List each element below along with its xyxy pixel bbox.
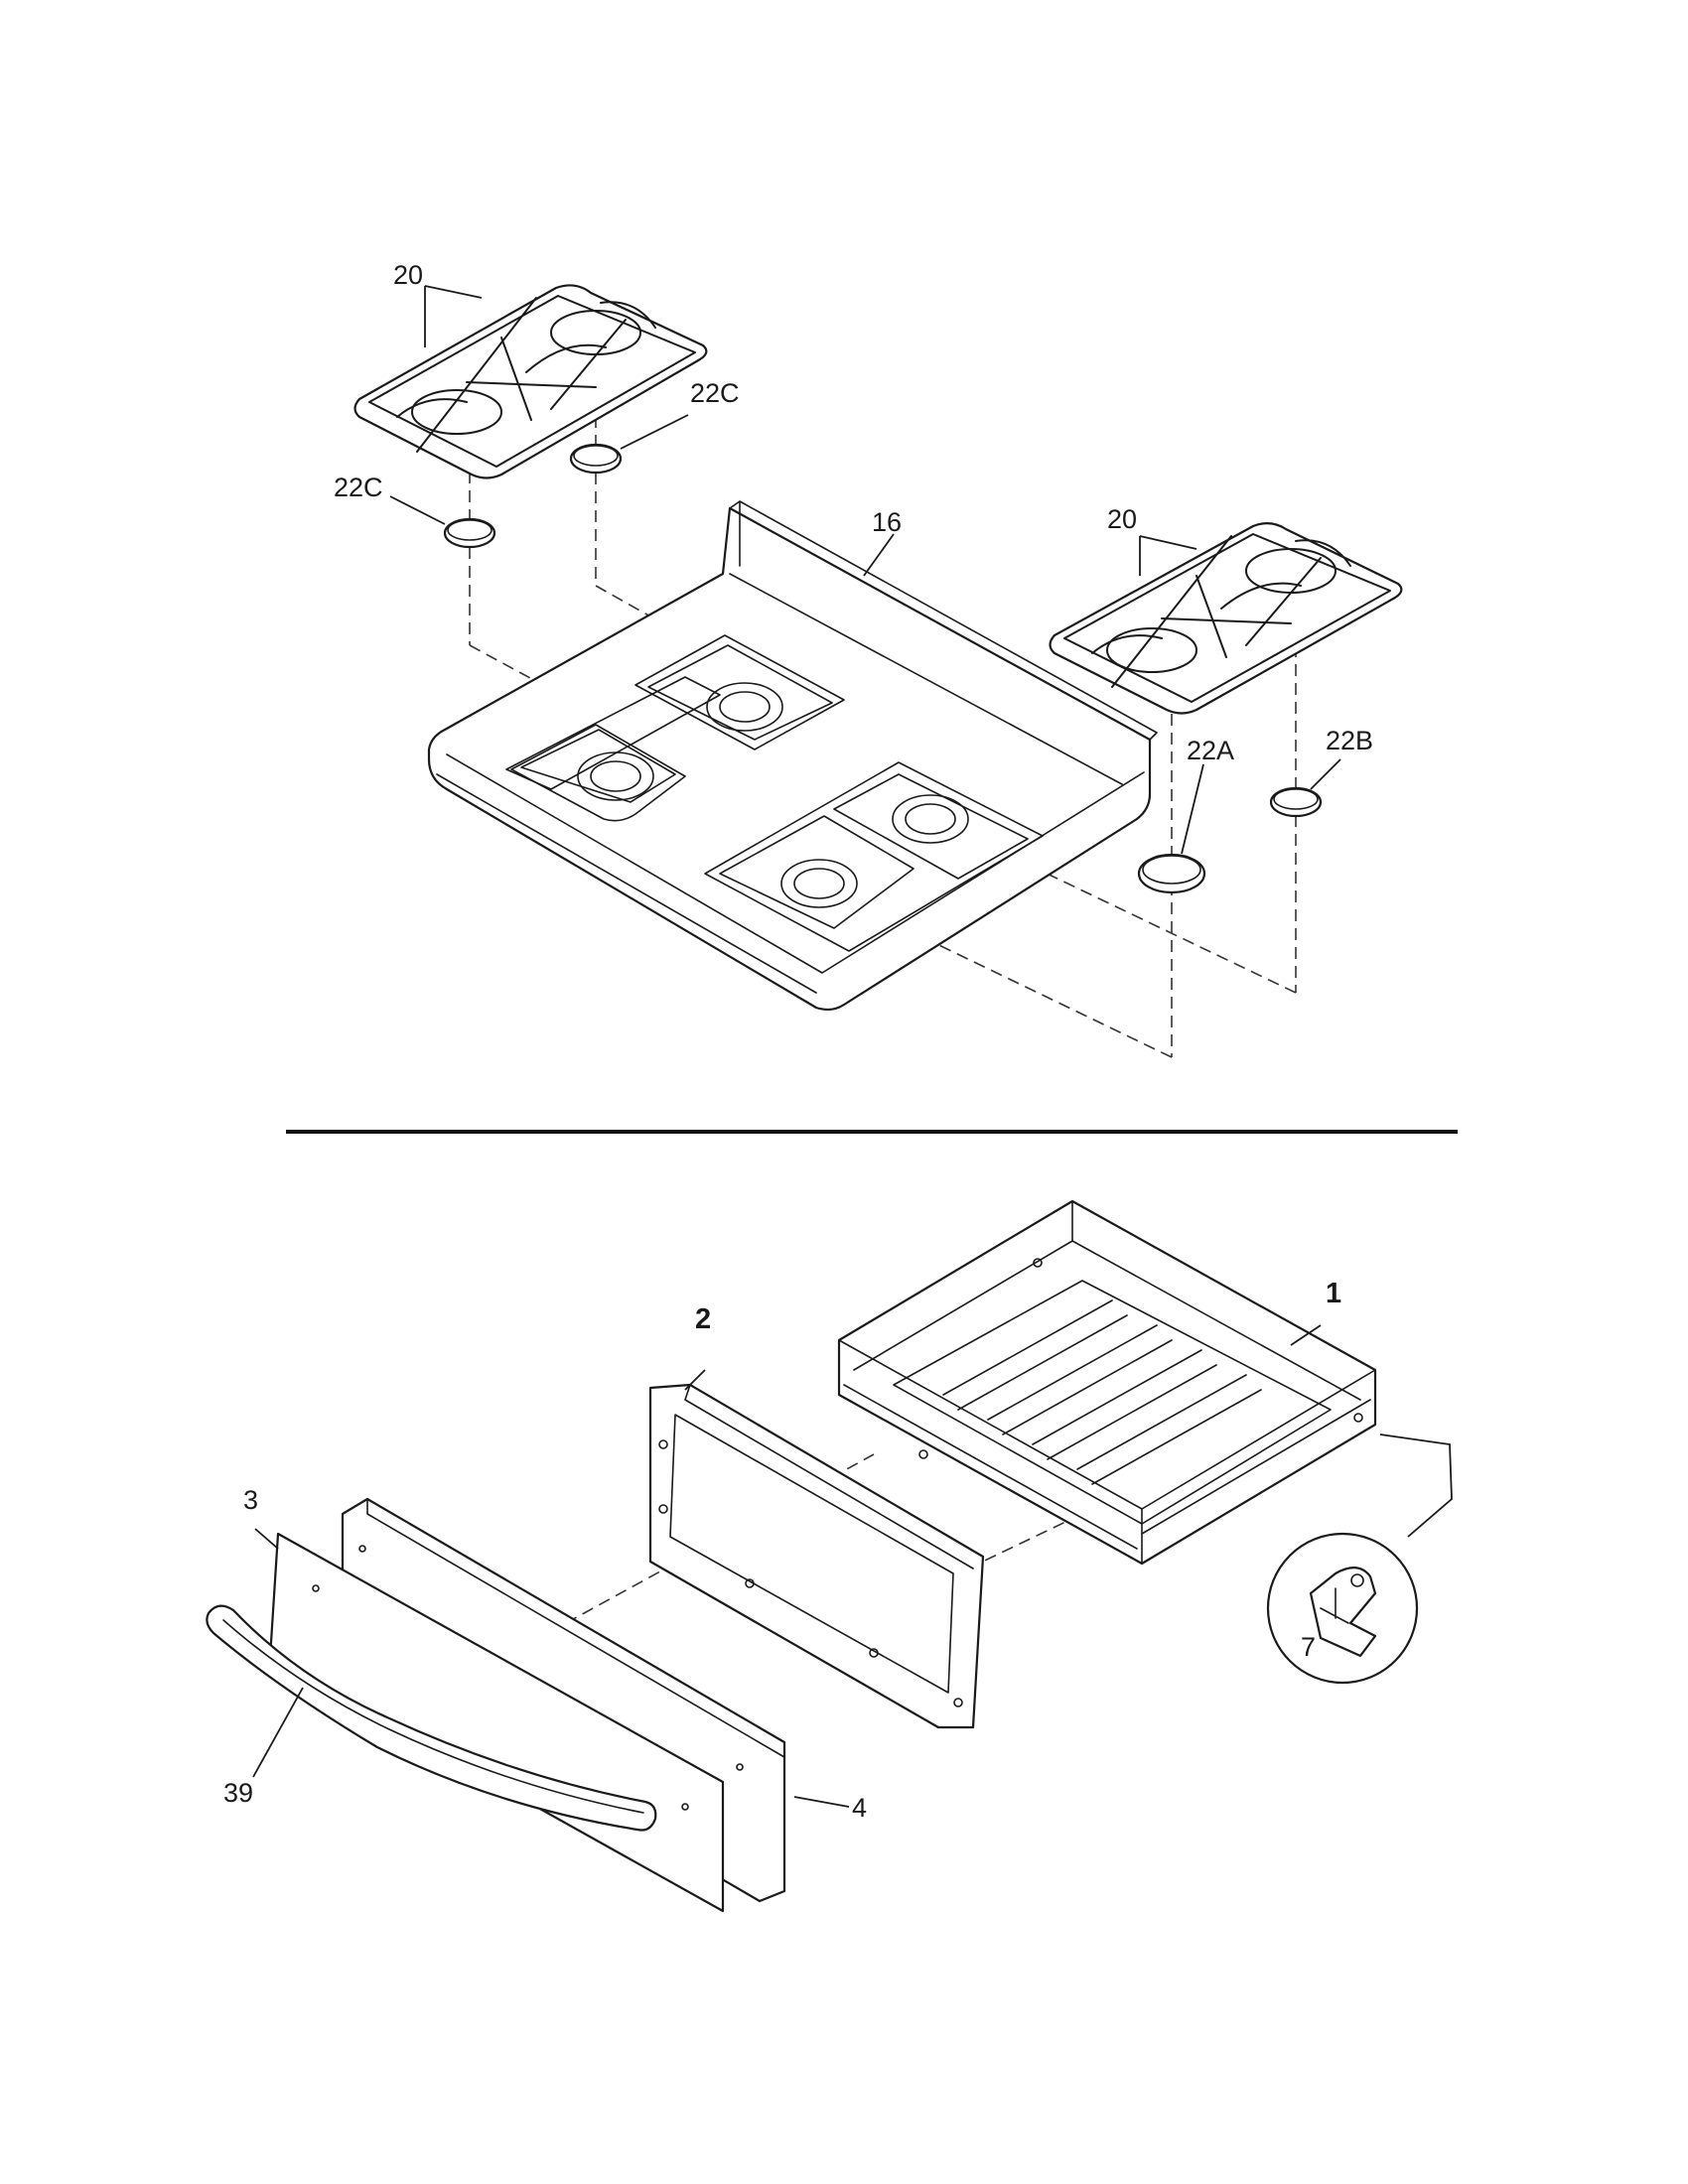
burner-cap-22b	[1269, 786, 1323, 818]
grate-left	[353, 284, 708, 479]
label-cap-22b: 22B	[1326, 726, 1373, 755]
label-drawer-panel: 3	[243, 1485, 258, 1515]
label-drawer-frame: 2	[695, 1303, 711, 1335]
leaders-top	[389, 285, 1341, 855]
label-cap-22c-lower: 22C	[334, 473, 383, 502]
clip-detail	[1266, 1433, 1453, 1685]
burner-cap-22c-upper	[569, 443, 623, 475]
burner-cap-22c-lower	[443, 517, 496, 549]
label-grate-right: 20	[1107, 504, 1137, 534]
label-drawer-body: 1	[1326, 1278, 1341, 1309]
drawer-handle	[206, 1604, 657, 1832]
label-cap-22a: 22A	[1187, 736, 1234, 765]
label-drawer-front: 4	[852, 1793, 867, 1823]
burner-cap-22a	[1137, 853, 1206, 894]
label-grate-left: 20	[393, 260, 423, 290]
label-clip: 7	[1301, 1632, 1316, 1662]
label-handle: 39	[223, 1778, 253, 1808]
leaders-bottom	[252, 1324, 1322, 1808]
label-cooktop: 16	[872, 507, 902, 537]
drawer-body	[837, 1199, 1377, 1566]
grate-right	[1049, 522, 1403, 715]
cooktop	[427, 500, 1158, 1012]
label-cap-22c-upper: 22C	[690, 378, 740, 408]
